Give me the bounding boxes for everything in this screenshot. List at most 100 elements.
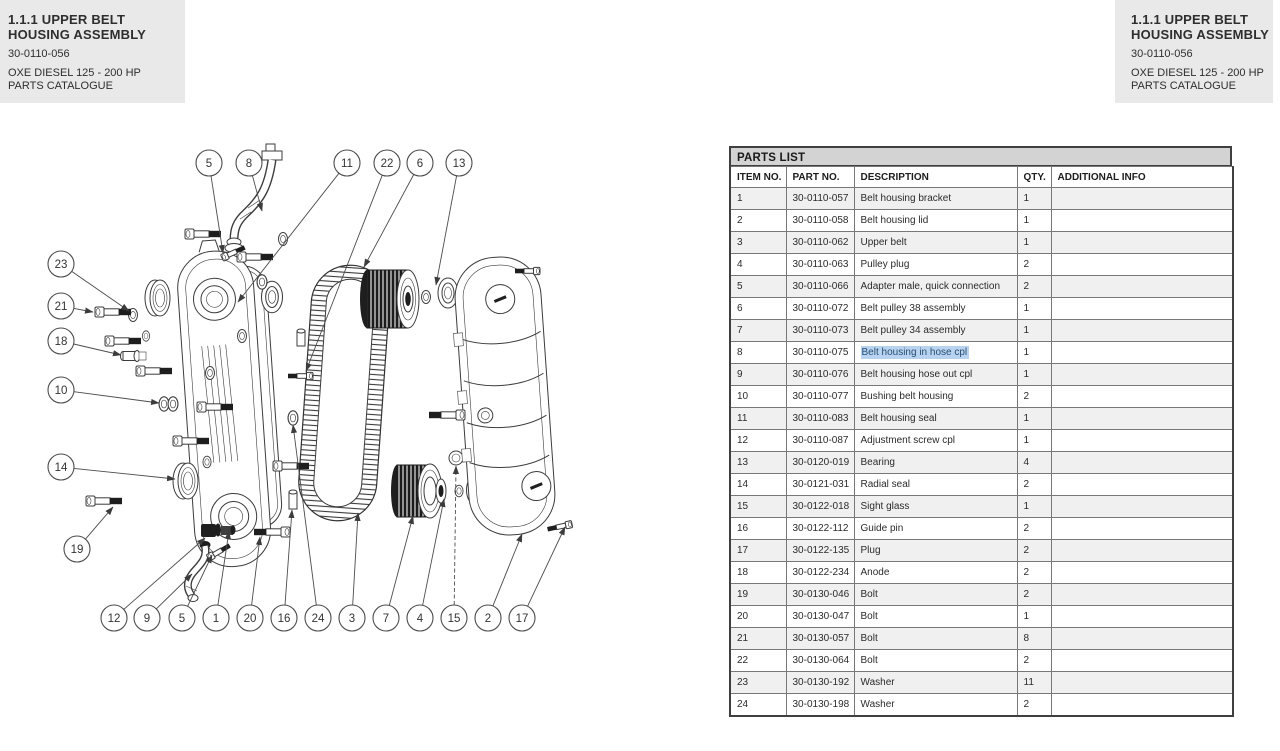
pulley-spacer-washer [421, 290, 431, 304]
cell-desc-20[interactable]: Bolt [853, 605, 1018, 628]
guide-pin-drawing [288, 328, 306, 510]
cell-qty-1: 1 [1016, 187, 1052, 210]
selected-text[interactable]: Belt housing in hose cpl [860, 346, 970, 359]
cell-desc-24[interactable]: Washer [853, 693, 1018, 717]
page-title-line2: HOUSING ASSEMBLY [8, 27, 147, 42]
balloon-5 [195, 149, 223, 177]
cell-item-22: 22 [729, 649, 787, 672]
cell-item-2: 2 [729, 209, 787, 232]
balloon-22 [373, 149, 401, 177]
parts-list-panel: PARTS LIST ITEM NO. PART NO. DESCRIPTION… [729, 146, 1234, 717]
hose-in-drawing [224, 143, 283, 253]
parts-list-title: PARTS LIST [729, 146, 1232, 166]
catalogue-subtitle-line1: OXE DIESEL 125 - 200 HP [8, 67, 141, 79]
cell-part-1: 30-0110-057 [785, 187, 855, 210]
cell-item-13: 13 [729, 451, 787, 474]
cell-part-24: 30-0130-198 [785, 693, 855, 717]
cell-qty-13: 4 [1016, 451, 1052, 474]
cell-info-5 [1050, 275, 1234, 298]
washer-drawing [287, 410, 299, 426]
cell-info-22 [1050, 649, 1234, 672]
balloon-16 [270, 604, 298, 632]
balloon-6 [406, 149, 434, 177]
cell-part-16: 30-0122-112 [785, 517, 855, 540]
cell-desc-12[interactable]: Adjustment screw cpl [853, 429, 1018, 452]
cell-info-18 [1050, 561, 1234, 584]
washer-drawing [256, 274, 268, 290]
cell-qty-10: 2 [1016, 385, 1052, 408]
washer-drawing [237, 329, 247, 343]
cell-desc-11[interactable]: Belt housing seal [853, 407, 1018, 430]
parts-table-header-row: ITEM NO. PART NO. DESCRIPTION QTY. ADDIT… [729, 166, 1234, 188]
balloon-24 [304, 604, 332, 632]
leader-line-13 [434, 175, 458, 286]
cell-desc-21[interactable]: Bolt [853, 627, 1018, 650]
cell-qty-21: 8 [1016, 627, 1052, 650]
balloon-label-3: 3 [349, 613, 355, 625]
balloon-label-20: 20 [244, 613, 257, 625]
cell-desc-2[interactable]: Belt housing lid [853, 209, 1018, 232]
sight-glass-drawing [448, 450, 464, 466]
cell-desc-9[interactable]: Belt housing hose out cpl [853, 363, 1018, 386]
cell-part-4: 30-0110-063 [785, 253, 855, 276]
cell-desc-16[interactable]: Guide pin [853, 517, 1018, 540]
cell-desc-17[interactable]: Plug [853, 539, 1018, 562]
cell-qty-12: 1 [1016, 429, 1052, 452]
cell-item-10: 10 [729, 385, 787, 408]
cell-desc-1[interactable]: Belt housing bracket [853, 187, 1018, 210]
cell-desc-22[interactable]: Bolt [853, 649, 1018, 672]
leader-line-23 [71, 271, 130, 312]
cell-desc-18[interactable]: Anode [853, 561, 1018, 584]
cell-desc-8[interactable]: Belt housing in hose cpl [853, 341, 1018, 364]
cell-item-4: 4 [729, 253, 787, 276]
cell-qty-2: 1 [1016, 209, 1052, 232]
cell-desc-23[interactable]: Washer [853, 671, 1018, 694]
balloon-label-24: 24 [312, 613, 325, 625]
cell-item-15: 15 [729, 495, 787, 518]
bushing-drawing-a [158, 396, 170, 412]
cell-part-6: 30-0110-072 [785, 297, 855, 320]
balloon-label-9: 9 [144, 613, 150, 625]
cell-desc-6[interactable]: Belt pulley 38 assembly [853, 297, 1018, 320]
cell-qty-6: 1 [1016, 297, 1052, 320]
cell-desc-19[interactable]: Bolt [853, 583, 1018, 606]
cell-qty-15: 1 [1016, 495, 1052, 518]
cell-part-12: 30-0110-087 [785, 429, 855, 452]
radial-seal-top-drawing [144, 279, 171, 317]
balloon-label-16: 16 [278, 613, 291, 625]
cell-desc-7[interactable]: Belt pulley 34 assembly [853, 319, 1018, 342]
washer-drawing [202, 455, 212, 469]
bolt-drawing [428, 409, 466, 421]
cell-item-17: 17 [729, 539, 787, 562]
balloon-label-19: 19 [71, 544, 84, 556]
catalogue-subtitle: OXE DIESEL 125 - 200 HP PARTS CATALOGUE [8, 67, 185, 93]
cell-part-11: 30-0110-083 [785, 407, 855, 430]
cell-desc-15[interactable]: Sight glass [853, 495, 1018, 518]
cell-item-7: 7 [729, 319, 787, 342]
cell-desc-13[interactable]: Bearing [853, 451, 1018, 474]
page-title-right-line1: 1.1.1 UPPER BELT [1131, 12, 1249, 27]
cell-part-2: 30-0110-058 [785, 209, 855, 232]
cell-item-1: 1 [729, 187, 787, 210]
balloon-11 [333, 149, 361, 177]
header-block-right: 1.1.1 UPPER BELT HOUSING ASSEMBLY 30-011… [1115, 0, 1273, 103]
cell-item-21: 21 [729, 627, 787, 650]
cell-desc-4[interactable]: Pulley plug [853, 253, 1018, 276]
washer-drawing [141, 330, 151, 342]
anode-drawing [120, 350, 147, 362]
cell-desc-10[interactable]: Bushing belt housing [853, 385, 1018, 408]
cell-desc-5[interactable]: Adapter male, quick connection [853, 275, 1018, 298]
cell-qty-9: 1 [1016, 363, 1052, 386]
cell-desc-3[interactable]: Upper belt [853, 231, 1018, 254]
cell-item-8: 8 [729, 341, 787, 364]
cell-desc-14[interactable]: Radial seal [853, 473, 1018, 496]
leader-line-5 [187, 554, 213, 607]
header-block-left: 1.1.1 UPPER BELT HOUSING ASSEMBLY 30-011… [0, 0, 185, 103]
balloon-23 [47, 250, 75, 278]
